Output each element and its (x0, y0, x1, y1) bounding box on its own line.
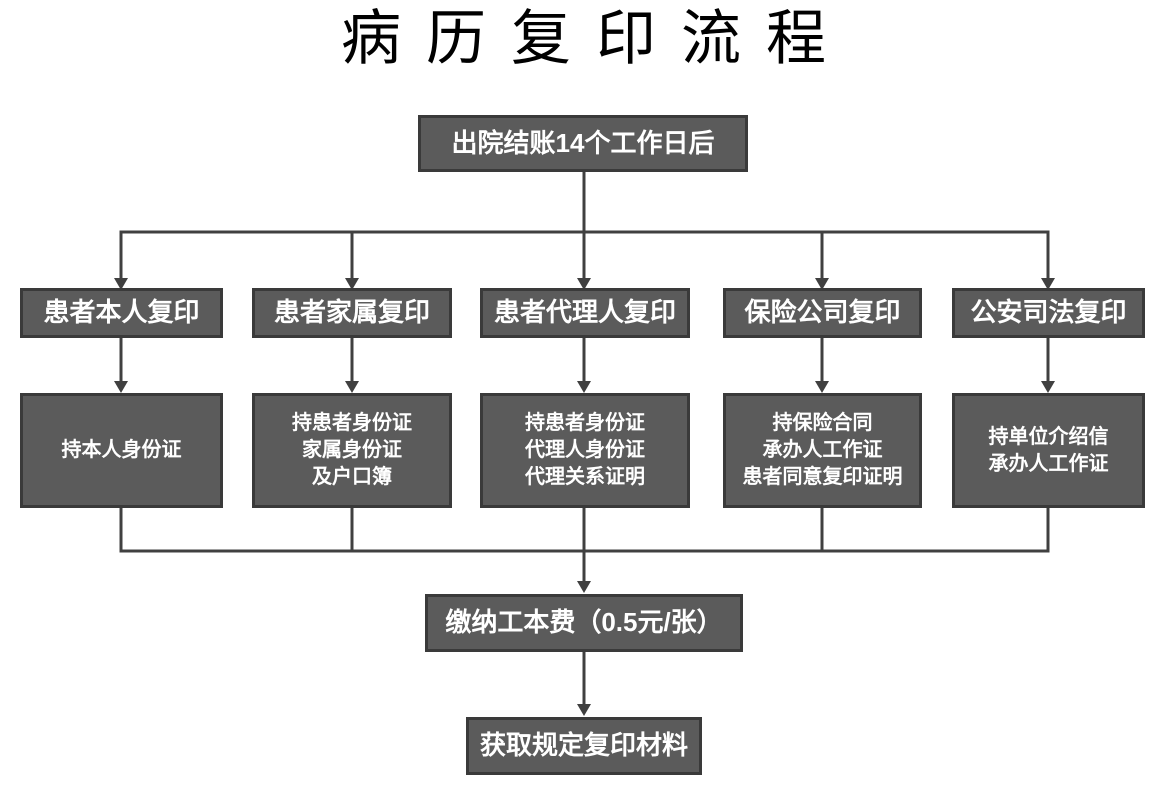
connector-distribution-drops (350, 232, 824, 280)
arrowhead-requirement-1 (114, 381, 128, 393)
connector-branch-to-requirement (119, 338, 1050, 381)
arrowhead-branch-3 (577, 278, 591, 290)
node-requirement-insurance-company: 持保险合同 承办人工作证 患者同意复印证明 (723, 393, 922, 508)
arrowhead-branch-2 (345, 278, 359, 290)
connector-distribution-bar (119, 230, 1050, 280)
connector-converge-drops (350, 508, 824, 551)
arrowhead-requirement-2 (345, 381, 359, 393)
node-requirement-patient-family: 持患者身份证 家属身份证 及户口簿 (252, 393, 452, 508)
arrowhead-requirement-5 (1041, 381, 1055, 393)
node-branch-patient-self: 患者本人复印 (20, 288, 223, 338)
arrowhead-branch-5 (1041, 278, 1055, 290)
arrowhead-branch-4 (815, 278, 829, 290)
arrowhead-requirement-3 (577, 381, 591, 393)
node-result: 获取规定复印材料 (466, 717, 702, 775)
arrowhead-result (577, 704, 591, 716)
node-requirement-public-security: 持单位介绍信 承办人工作证 (952, 393, 1145, 508)
arrowhead-branch-1 (114, 278, 128, 290)
node-fee: 缴纳工本费（0.5元/张） (425, 594, 743, 652)
node-branch-patient-agent: 患者代理人复印 (480, 288, 690, 338)
node-branch-patient-family: 患者家属复印 (252, 288, 452, 338)
arrowhead-fee (577, 581, 591, 593)
node-branch-public-security: 公安司法复印 (952, 288, 1145, 338)
arrowhead-requirement-4 (815, 381, 829, 393)
node-branch-insurance-company: 保险公司复印 (723, 288, 922, 338)
node-requirement-patient-agent: 持患者身份证 代理人身份证 代理关系证明 (480, 393, 690, 508)
node-requirement-patient-self: 持本人身份证 (20, 393, 223, 508)
node-start: 出院结账14个工作日后 (418, 115, 748, 172)
page-title: 病历复印流程 (341, 6, 851, 72)
